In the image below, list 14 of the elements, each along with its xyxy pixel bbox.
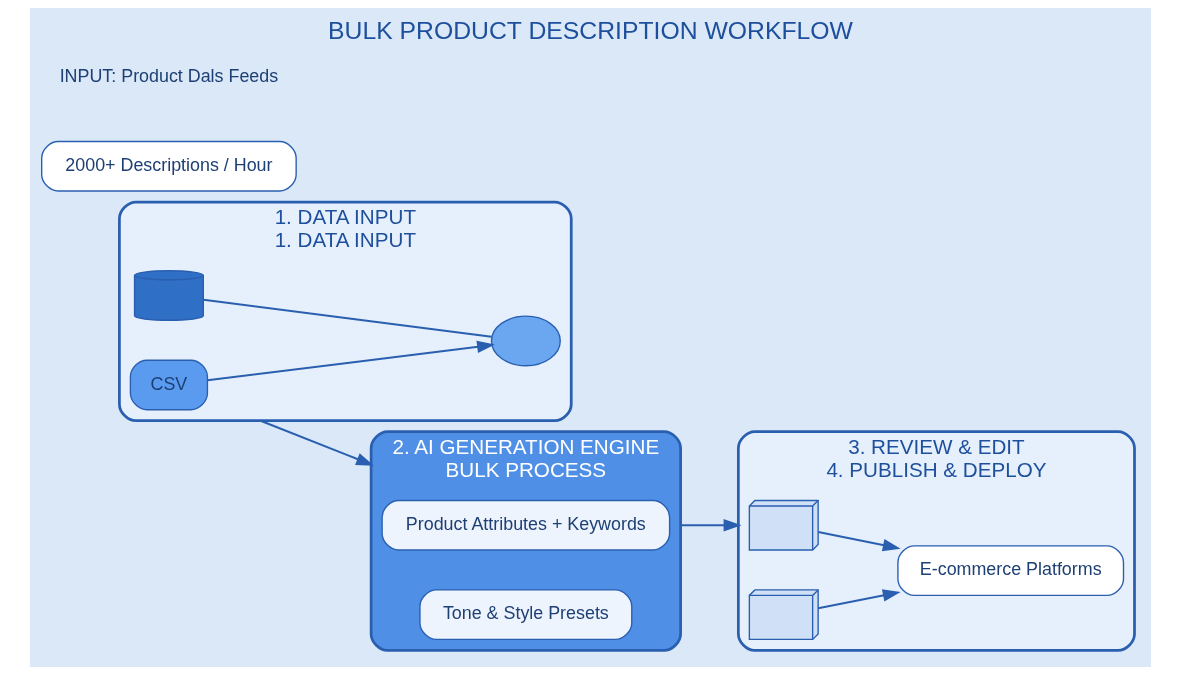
label: INPUT: Product Dals Feeds [59,65,279,86]
arrow [680,519,742,532]
node-box: 2000+ Descriptions / Hour [41,140,297,192]
arrow [207,340,495,382]
arrow [818,530,901,552]
node-box: E-commerce Platforms [897,545,1125,597]
diagram-title: BULK PRODUCT DESCRIPTION WORKFLOW [328,16,853,44]
node-box: CSV [129,359,209,411]
node-box: Product Attributes + Keywords [381,499,671,551]
connector [203,298,492,338]
node-box: Tone & Style Presets [419,589,633,641]
arrow [818,589,901,610]
arrow [260,419,374,466]
node-cloud [490,315,561,367]
